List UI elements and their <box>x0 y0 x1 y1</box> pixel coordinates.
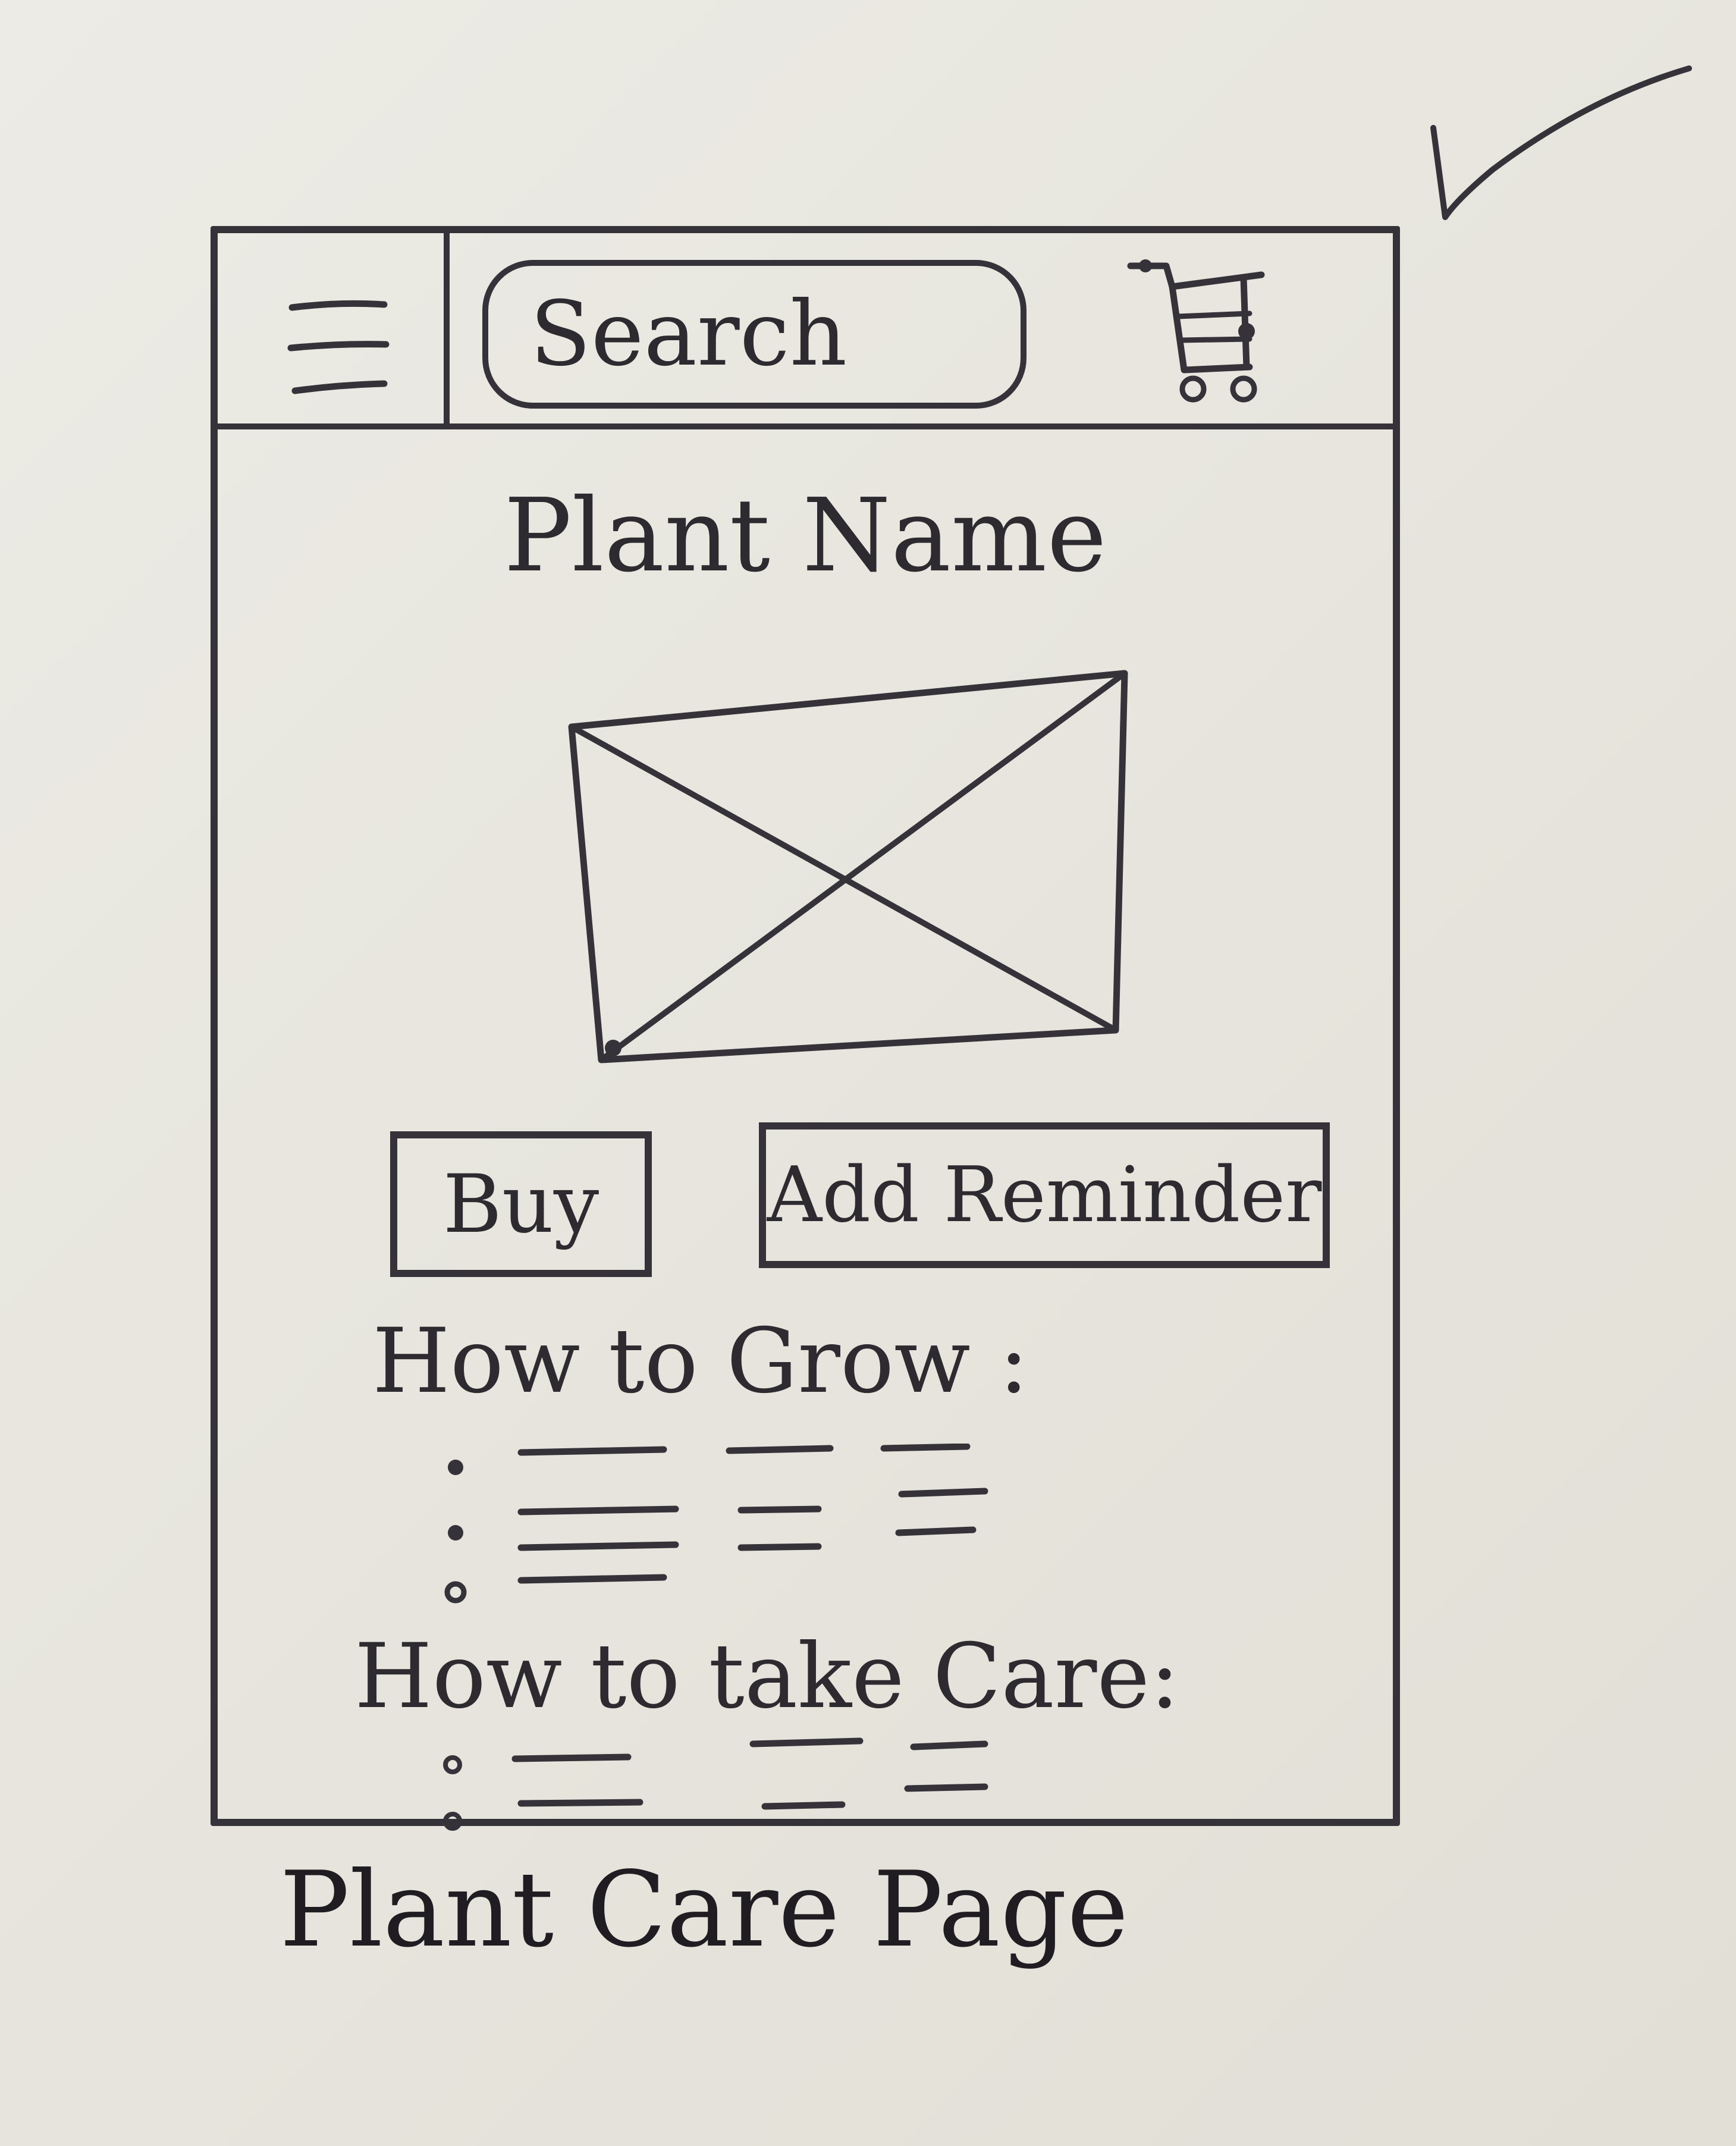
page-caption: Plant Care Page <box>280 1850 1129 1971</box>
image-placeholder-icon <box>568 670 1128 1063</box>
add-reminder-button-label: Add Reminder <box>767 1151 1322 1240</box>
add-reminder-button[interactable]: Add Reminder <box>759 1122 1330 1268</box>
list-item <box>444 1574 667 1604</box>
top-header: Search <box>218 233 1393 429</box>
menu-cell[interactable] <box>218 233 450 423</box>
cart-icon[interactable] <box>1125 251 1273 412</box>
search-placeholder: Search <box>530 283 847 386</box>
page-title: Plant Name <box>504 477 1107 595</box>
buy-button-label: Buy <box>442 1157 599 1251</box>
search-input[interactable]: Search <box>482 260 1026 409</box>
how-to-grow-list <box>444 1444 988 1604</box>
list-item <box>443 1783 988 1831</box>
phone-frame: Search Plant Name Buy Add Reminder How t… <box>211 226 1400 1831</box>
list-item <box>448 1488 988 1551</box>
list-item <box>443 1737 988 1774</box>
how-to-take-care-list <box>443 1737 988 1831</box>
how-to-take-care-heading: How to take Care: <box>354 1625 1180 1728</box>
how-to-grow-heading: How to Grow : <box>372 1310 1029 1413</box>
buy-button[interactable]: Buy <box>390 1131 652 1277</box>
list-item <box>448 1444 971 1475</box>
checkmark-icon <box>1430 65 1692 220</box>
hamburger-menu-icon[interactable] <box>286 296 393 403</box>
